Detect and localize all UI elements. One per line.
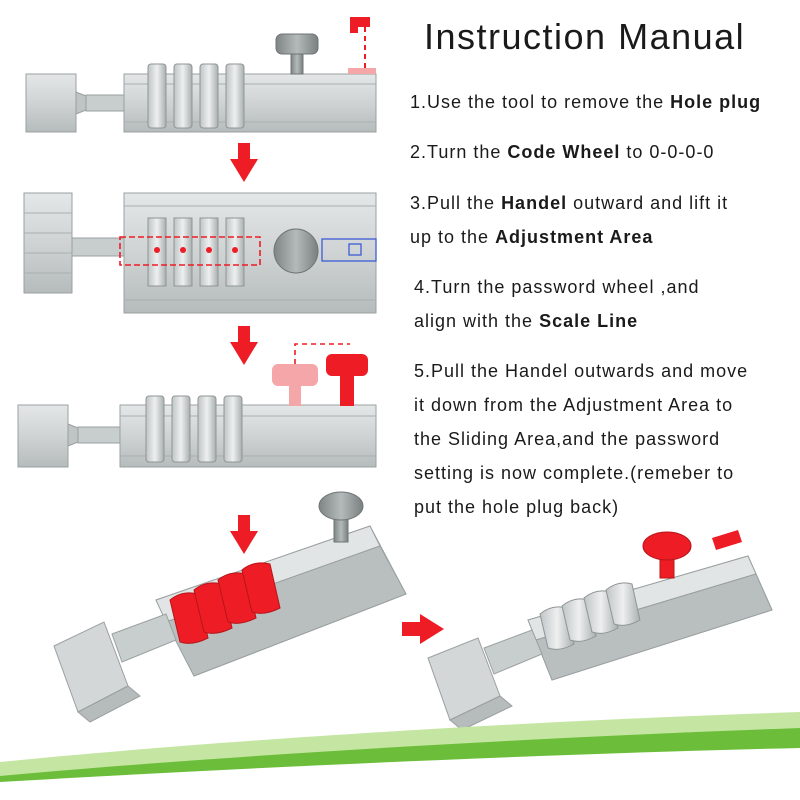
lock-diagram-step2 bbox=[23, 192, 377, 314]
lock-diagram-step3 bbox=[17, 343, 377, 468]
down-arrow-icon bbox=[230, 326, 258, 365]
lock-diagram-step1 bbox=[25, 17, 377, 133]
hole-plug-icon bbox=[712, 530, 742, 550]
handle-ghost bbox=[272, 364, 318, 406]
handle-knob-icon bbox=[275, 33, 319, 75]
lock-diagram-step5 bbox=[427, 530, 773, 731]
code-wheels-final bbox=[539, 582, 641, 650]
code-wheels-red bbox=[169, 562, 281, 644]
code-wheels bbox=[147, 63, 245, 129]
step-2: 2.Turn the Code Wheel to 0-0-0-0 bbox=[410, 142, 715, 162]
hole-plug-icon bbox=[348, 17, 376, 74]
right-arrow-icon bbox=[402, 614, 444, 644]
handle-knob-red bbox=[326, 354, 368, 406]
adjustment-area-guide bbox=[321, 238, 377, 262]
code-wheel-highlight bbox=[119, 236, 261, 266]
lock-diagram-step4 bbox=[53, 491, 407, 723]
page-title: Instruction Manual bbox=[424, 16, 746, 57]
green-wave-footer bbox=[0, 712, 800, 800]
handle-knob-top bbox=[273, 228, 319, 274]
down-arrow-icon bbox=[230, 143, 258, 182]
step-1: 1.Use the tool to remove the Hole plug bbox=[410, 92, 762, 112]
zero-markers bbox=[154, 247, 238, 253]
handle-knob-red bbox=[642, 531, 692, 579]
down-arrow-icon bbox=[230, 515, 258, 554]
handle-knob-icon bbox=[318, 491, 364, 543]
